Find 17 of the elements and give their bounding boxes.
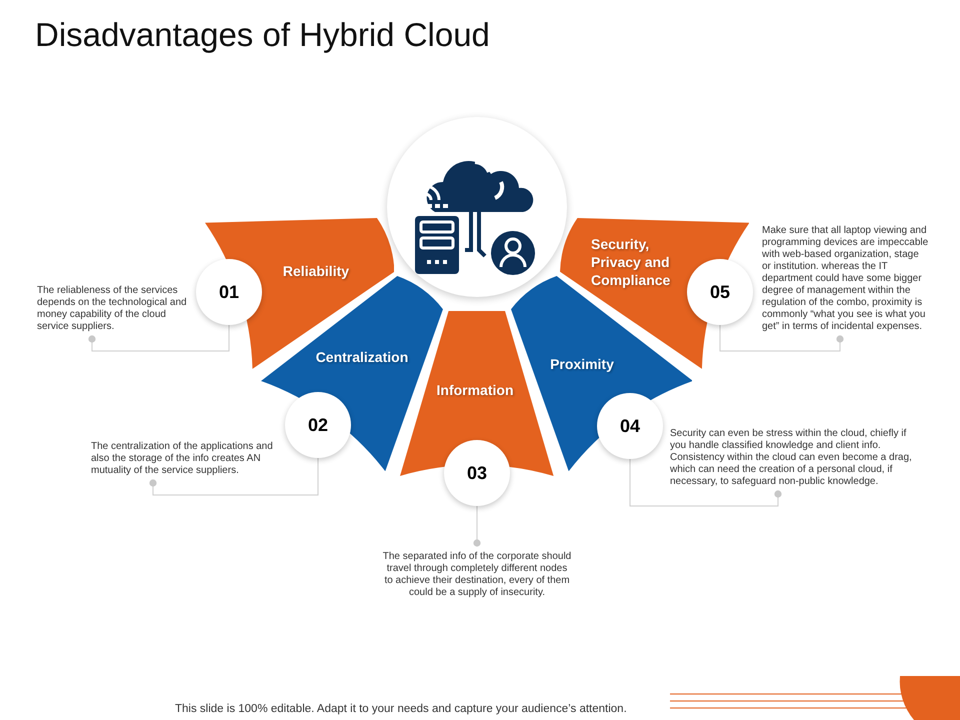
segment-label: Reliability — [282, 262, 350, 280]
title: Disadvantages of Hybrid Cloud — [35, 15, 490, 55]
leader-line — [88, 324, 230, 352]
description-text: The centralization of the applications and also the storage of the info creates AN mutuality of the service suppliers. — [91, 441, 286, 477]
description-text: The separated info of the corporate should travel through completely different nodes to achieve their destination, every of them could be a supply of insecurity. — [382, 551, 572, 599]
leader-line — [720, 324, 844, 352]
leader-line — [630, 458, 782, 506]
footer-note: This slide is 100% editable. Adapt it to your needs and capture your audience’s attention. — [175, 702, 627, 717]
segment-label: Security, Privacy and Compliance — [590, 234, 672, 289]
description-text: Make sure that all laptop viewing and programming devices are impeccable with web-based organization, stage or institution. whereas the IT department could have some bigger degree of management within the regulation of the combo, proximity is commonly “what you see is what you get” in terms of incidental expenses. — [762, 225, 930, 333]
leader-line — [473, 506, 481, 547]
segment-label: Centralization — [314, 348, 410, 366]
description-text: The reliableness of the services depends on the technological and money capability of the cloud service suppliers. — [37, 285, 197, 333]
leader-line — [149, 458, 318, 496]
description-text: Security can even be stress within the cloud, chiefly if you handle classified knowledge and client info. Consistency within the cloud can even become a drag, which can need the creation of a personal cloud, if necessary, to safeguard non-public knowledge. — [670, 428, 920, 488]
segment-label: Proximity — [549, 354, 615, 373]
segment-label: Information — [436, 380, 514, 399]
